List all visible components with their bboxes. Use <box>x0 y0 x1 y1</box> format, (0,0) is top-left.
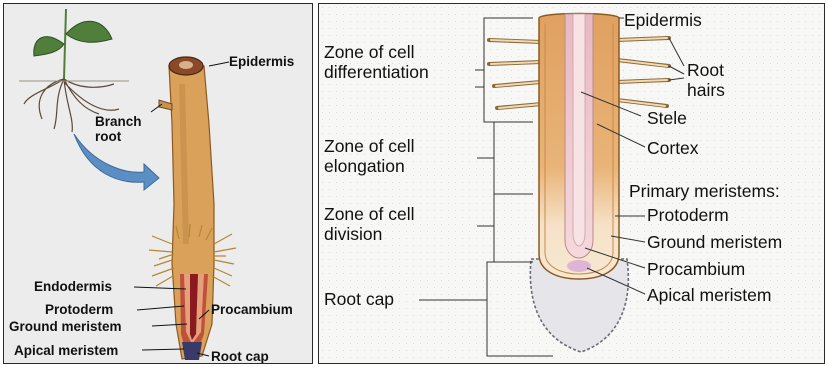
label-zone-root-cap: Root cap <box>324 289 394 309</box>
label-primary-meristems: Primary meristems: <box>629 181 780 201</box>
label-epidermis-right: Epidermis <box>624 10 702 30</box>
label-stele: Stele <box>647 108 687 128</box>
label-apical-meristem-right: Apical meristem <box>647 285 771 305</box>
label-zone-differentiation: Zone of cell differentiation <box>324 42 429 82</box>
label-branch-root: Branch root <box>95 114 142 144</box>
label-ground-meristem-left: Ground meristem <box>9 319 122 334</box>
apical-meristem-shape <box>567 260 591 272</box>
left-root-illustration-panel: Epidermis Branch root Endodermis Protode… <box>3 3 313 364</box>
label-cortex: Cortex <box>647 138 699 158</box>
label-protoderm-right: Protoderm <box>647 205 729 225</box>
label-zone-elongation: Zone of cell elongation <box>324 136 414 176</box>
right-root-tip-panel: Epidermis Root hairs Stele Cortex Primar… <box>318 3 825 364</box>
zone-brackets <box>419 18 553 356</box>
label-protoderm-left: Protoderm <box>45 302 113 317</box>
label-endodermis: Endodermis <box>34 279 112 294</box>
label-ground-meristem-right: Ground meristem <box>647 232 782 252</box>
label-procambium-right: Procambium <box>647 259 745 279</box>
label-apical-meristem-left: Apical meristem <box>14 343 118 358</box>
label-epidermis-left: Epidermis <box>229 54 294 69</box>
label-zone-division: Zone of cell division <box>324 204 414 244</box>
label-root-hairs: Root hairs <box>687 60 725 100</box>
label-procambium-left: Procambium <box>211 302 293 317</box>
label-root-cap-left: Root cap <box>211 349 269 364</box>
